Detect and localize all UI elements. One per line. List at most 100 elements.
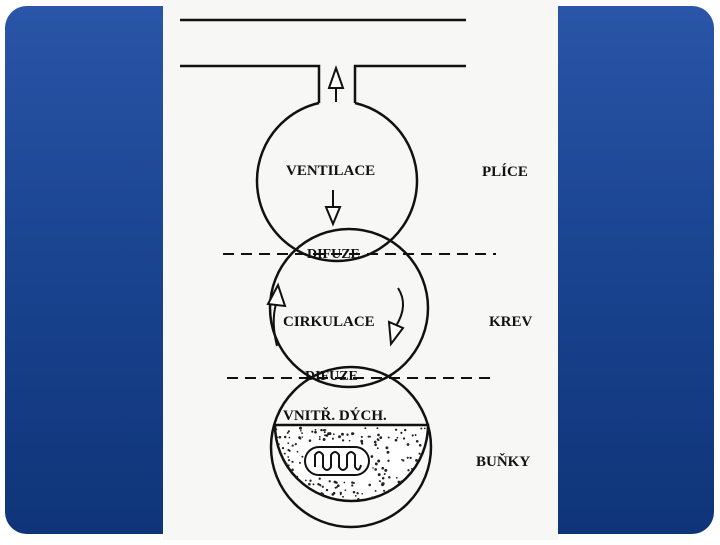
cytoplasm-dot bbox=[360, 440, 363, 443]
cytoplasm-dot bbox=[297, 483, 299, 485]
cytoplasm-dot bbox=[411, 468, 413, 470]
cytoplasm-dot bbox=[300, 430, 302, 432]
cytoplasm-dot bbox=[407, 443, 410, 446]
cytoplasm-dot bbox=[426, 488, 429, 491]
cytoplasm-dot bbox=[329, 480, 331, 482]
cytoplasm-dot bbox=[274, 459, 277, 462]
cytoplasm-dot bbox=[415, 434, 417, 436]
cytoplasm-dot bbox=[420, 427, 422, 429]
cytoplasm-dot bbox=[277, 465, 280, 468]
cytoplasm-dot bbox=[409, 479, 411, 481]
cytoplasm-dot bbox=[293, 484, 296, 487]
airway-right-wall bbox=[355, 66, 466, 103]
cytoplasm-dot bbox=[296, 497, 298, 499]
ventilation-down-arrow bbox=[326, 190, 340, 224]
cytoplasm-dot bbox=[275, 428, 277, 430]
circulation-down-arrow bbox=[389, 288, 403, 344]
cytoplasm-dot bbox=[415, 459, 418, 462]
cytoplasm-dot bbox=[274, 462, 276, 464]
cytoplasm-dot bbox=[378, 473, 381, 476]
cytoplasm-dot bbox=[364, 427, 366, 429]
cytoplasm-dot bbox=[345, 489, 347, 491]
cytoplasm-dot bbox=[322, 486, 324, 488]
cytoplasm-dot bbox=[419, 444, 422, 447]
cytoplasm-dot bbox=[418, 497, 420, 499]
cytoplasm-dot bbox=[361, 493, 363, 495]
cytoplasm-dot bbox=[384, 469, 387, 472]
cytoplasm-dot bbox=[346, 434, 348, 436]
airflow-up-arrow bbox=[329, 68, 343, 102]
cytoplasm-dot bbox=[276, 436, 278, 438]
cytoplasm-dot bbox=[289, 483, 292, 486]
cytoplasm-dot bbox=[323, 438, 326, 441]
lungs-label: PLÍCE bbox=[482, 163, 528, 180]
cytoplasm-dot bbox=[355, 495, 357, 497]
cytoplasm-dot bbox=[375, 490, 377, 492]
cytoplasm-dot bbox=[404, 429, 406, 431]
cytoplasm-dot bbox=[338, 435, 341, 438]
cytoplasm-dot bbox=[324, 431, 326, 433]
cytoplasm-dot bbox=[382, 477, 385, 480]
cytoplasm-dot bbox=[423, 467, 426, 470]
cytoplasm-dot bbox=[319, 436, 321, 438]
cytoplasm-dot bbox=[277, 484, 279, 486]
cytoplasm-dot bbox=[398, 481, 401, 484]
cytoplasm-dot bbox=[388, 437, 390, 439]
cytoplasm-dot bbox=[403, 437, 405, 439]
cytoplasm-dot bbox=[301, 456, 303, 458]
cytoplasm-dot bbox=[384, 473, 386, 475]
cytoplasm-dot bbox=[385, 446, 388, 449]
cytoplasm-dot bbox=[319, 438, 321, 440]
cytoplasm-dot bbox=[409, 457, 411, 459]
cytoplasm-dot bbox=[361, 436, 363, 438]
cytoplasm-dot bbox=[319, 499, 321, 501]
cytoplasm-dot bbox=[284, 472, 286, 474]
cytoplasm-dot bbox=[374, 468, 377, 471]
mitochondrion-compartment bbox=[274, 425, 429, 501]
respiration-diagram: VENTILACE PLÍCE DIFUZE CIRKULACE KREV DI… bbox=[163, 0, 558, 540]
cytoplasm-dot bbox=[412, 434, 414, 436]
cytoplasm-dot bbox=[395, 439, 398, 442]
cells-label: BUŇKY bbox=[476, 453, 530, 470]
cytoplasm-dot bbox=[284, 453, 286, 455]
cytoplasm-dot bbox=[374, 441, 377, 444]
cytoplasm-dot bbox=[357, 498, 359, 500]
cytoplasm-dot bbox=[352, 432, 354, 434]
cytoplasm-dot bbox=[424, 428, 426, 430]
cytoplasm-dot bbox=[282, 447, 284, 449]
cytoplasm-dot bbox=[374, 443, 377, 446]
cytoplasm-dot bbox=[323, 429, 325, 431]
cytoplasm-dot bbox=[278, 467, 281, 470]
cytoplasm-dot bbox=[396, 477, 398, 479]
internal-respiration-label: VNITŘ. DÝCH. bbox=[283, 407, 387, 424]
cytoplasm-dot bbox=[309, 439, 312, 442]
cytoplasm-dot bbox=[288, 464, 290, 466]
cytoplasm-dot bbox=[305, 480, 307, 482]
cytoplasm-dot bbox=[313, 483, 315, 485]
cytoplasm-dot bbox=[400, 498, 403, 501]
cytoplasm-dot bbox=[301, 436, 303, 438]
cytoplasm-dot bbox=[315, 429, 317, 431]
cytoplasm-dot bbox=[296, 492, 298, 494]
cytoplasm-dot bbox=[379, 436, 382, 439]
cytoplasm-dot bbox=[319, 478, 321, 480]
cytoplasm-dot bbox=[297, 451, 299, 453]
ventilation-label: VENTILACE bbox=[286, 163, 375, 179]
cytoplasm-dot bbox=[342, 496, 344, 498]
cytoplasm-dot bbox=[341, 433, 344, 436]
cytoplasm-dot bbox=[299, 427, 302, 430]
circulation-label: CIRKULACE bbox=[283, 314, 375, 330]
cytoplasm-dot bbox=[319, 484, 321, 486]
cytoplasm-dot bbox=[275, 481, 277, 483]
cytoplasm-dot bbox=[298, 436, 301, 439]
cytoplasm-dot bbox=[410, 495, 412, 497]
cytoplasm-dot bbox=[368, 484, 371, 487]
figure-panel: VENTILACE PLÍCE DIFUZE CIRKULACE KREV DI… bbox=[163, 0, 558, 540]
cytoplasm-dot bbox=[289, 437, 291, 439]
cytoplasm-dot bbox=[356, 492, 358, 494]
cytoplasm-dot bbox=[279, 436, 282, 439]
cytoplasm-dot bbox=[375, 463, 377, 465]
cytoplasm-dot bbox=[289, 450, 291, 452]
cytoplasm-dot bbox=[403, 496, 405, 498]
blood-label: KREV bbox=[489, 314, 533, 330]
